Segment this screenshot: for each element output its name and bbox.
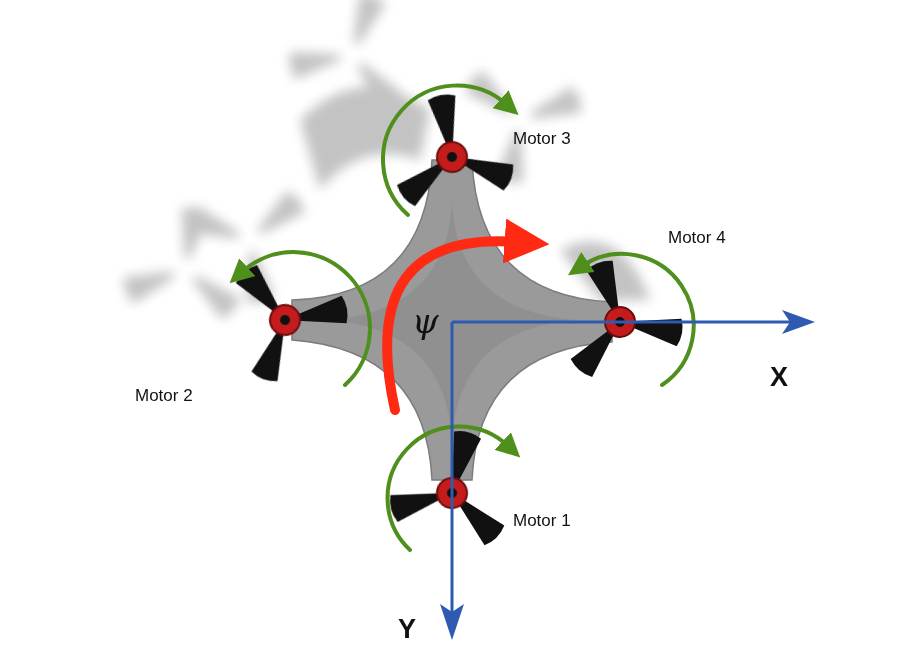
axis-label: Y xyxy=(398,614,416,645)
spin-arrow xyxy=(383,85,506,215)
spin-arrow xyxy=(242,252,370,385)
x-axis-head xyxy=(782,310,815,334)
rotor-2 xyxy=(231,248,357,388)
yaw-symbol: ψ xyxy=(412,302,439,341)
motor-label: Motor 2 xyxy=(135,386,193,406)
x-axis xyxy=(452,321,790,324)
spin-arrow xyxy=(582,254,694,385)
motor-label: Motor 1 xyxy=(513,511,571,531)
motor-label: Motor 3 xyxy=(513,129,571,149)
y-axis xyxy=(451,322,454,612)
axis-label: X xyxy=(770,362,788,393)
rotor-1 xyxy=(381,416,528,551)
rotor-3 xyxy=(380,84,520,210)
y-axis-head xyxy=(440,604,464,640)
motor-label: Motor 4 xyxy=(668,228,726,248)
rotor-4 xyxy=(566,254,692,394)
spin-arrow xyxy=(388,427,508,550)
